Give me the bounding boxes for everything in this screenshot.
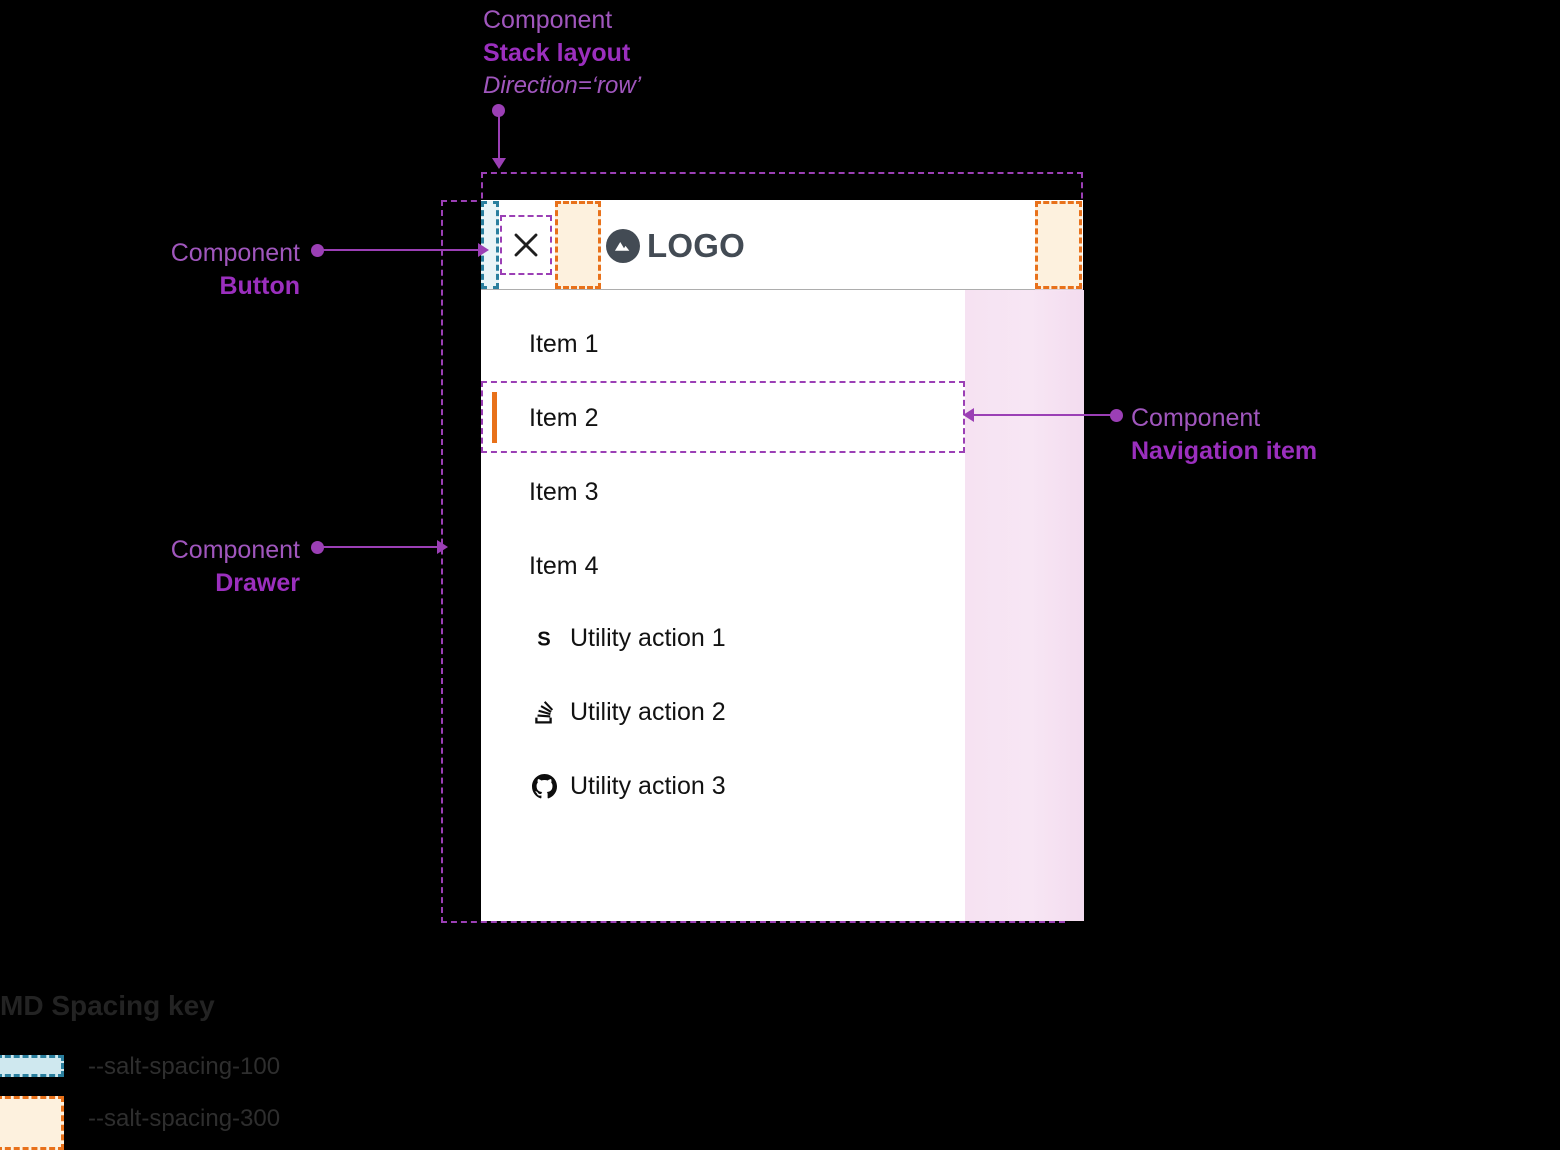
annotation-button: Component Button: [0, 237, 300, 303]
utility-action-3[interactable]: Utility action 3: [530, 772, 726, 801]
annotation-stack-layout-lead: Component: [483, 6, 613, 34]
connector-arrow-navigation-item: [963, 408, 974, 422]
connector-line-navigation-item: [974, 414, 1114, 416]
utility-action-3-label: Utility action 3: [570, 772, 726, 800]
connector-arrow-drawer: [437, 540, 448, 554]
measure-box-button: [500, 215, 552, 275]
stackoverflow-icon: [530, 699, 558, 727]
utility-action-2-label: Utility action 2: [570, 698, 726, 726]
spacing-key-swatch-300: [0, 1096, 64, 1150]
annotation-button-name: Button: [219, 272, 300, 300]
connector-dot-drawer: [311, 541, 324, 554]
nav-item-4[interactable]: Item 4: [529, 552, 599, 580]
annotation-stack-layout-name: Stack layout: [483, 39, 631, 67]
annotation-stack-layout-sub: Direction=‘row’: [483, 72, 642, 99]
connector-line-stack-layout: [498, 112, 500, 160]
utility-action-1[interactable]: S Utility action 1: [530, 624, 726, 653]
connector-arrow-button: [478, 243, 489, 257]
nav-item-active-indicator: [492, 392, 497, 443]
github-icon: [530, 773, 558, 801]
storybook-icon: S: [530, 625, 558, 653]
spacing-marker-300-right: [1035, 201, 1082, 289]
close-icon: [514, 233, 538, 257]
mountain-logo-icon: [606, 229, 640, 263]
annotation-drawer-name: Drawer: [215, 569, 300, 597]
connector-line-drawer: [320, 546, 440, 548]
annotation-drawer: Component Drawer: [0, 534, 300, 600]
spacing-key-label-100: --salt-spacing-100: [88, 1053, 281, 1080]
drawer-header-divider: [481, 289, 1083, 290]
annotation-drawer-lead: Component: [170, 536, 300, 564]
connector-line-button: [320, 249, 480, 251]
connector-dot-navigation-item: [1110, 409, 1123, 422]
close-button[interactable]: [506, 228, 546, 262]
annotation-button-lead: Component: [170, 239, 300, 267]
spacing-key-label-300: --salt-spacing-300: [88, 1105, 281, 1132]
annotation-stack-layout: Component Stack layout Direction=‘row’: [483, 4, 641, 102]
annotation-navigation-item-name: Navigation item: [1131, 437, 1318, 465]
connector-arrow-stack-layout: [492, 158, 506, 169]
annotation-navigation-item: Component Navigation item: [1131, 402, 1317, 468]
logo: LOGO: [606, 227, 745, 265]
annotation-navigation-item-lead: Component: [1131, 404, 1261, 432]
nav-item-1[interactable]: Item 1: [529, 330, 599, 358]
logo-text: LOGO: [647, 227, 745, 264]
nav-item-3[interactable]: Item 3: [529, 478, 599, 506]
highlight-overlay: [965, 290, 1084, 921]
spacing-key-title: MD Spacing key: [0, 990, 215, 1021]
connector-dot-button: [311, 244, 324, 257]
spacing-marker-300-left: [555, 201, 601, 289]
utility-action-1-label: Utility action 1: [570, 624, 726, 652]
utility-action-2[interactable]: Utility action 2: [530, 698, 726, 727]
connector-dot-stack-layout: [492, 104, 505, 117]
spacing-key-swatch-100: [0, 1055, 64, 1077]
svg-text:S: S: [537, 628, 550, 650]
nav-item-2[interactable]: Item 2: [529, 404, 599, 432]
